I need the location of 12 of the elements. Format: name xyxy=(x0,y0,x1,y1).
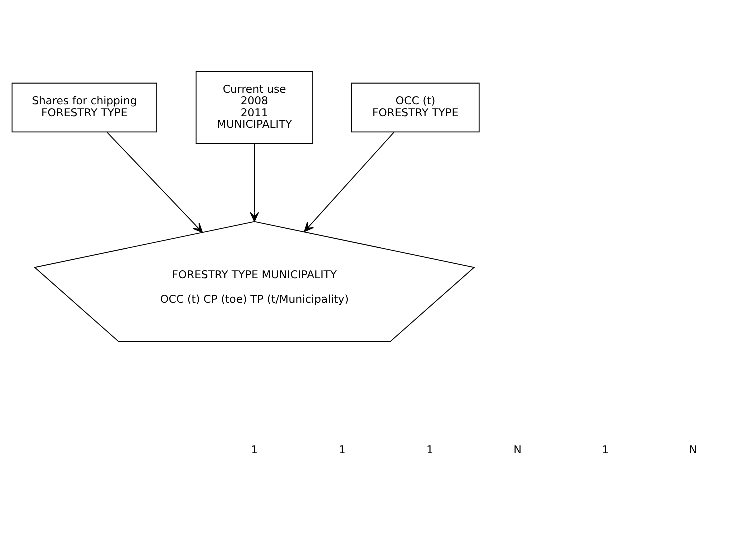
label: N xyxy=(689,444,698,457)
label: 1 xyxy=(251,444,258,457)
label: 1 xyxy=(602,444,610,457)
arrow xyxy=(304,132,395,232)
node-box: Shares for chipping FORESTRY TYPE xyxy=(12,82,158,133)
label: N xyxy=(514,444,522,457)
node-box: Current use 2008 2011 MUNICIPALITY xyxy=(196,71,314,144)
arrow xyxy=(106,132,204,234)
label: 1 xyxy=(426,444,434,457)
label: 1 xyxy=(338,444,346,457)
arrow xyxy=(250,144,260,222)
node-box: OCC (t) FORESTRY TYPE xyxy=(351,82,480,133)
